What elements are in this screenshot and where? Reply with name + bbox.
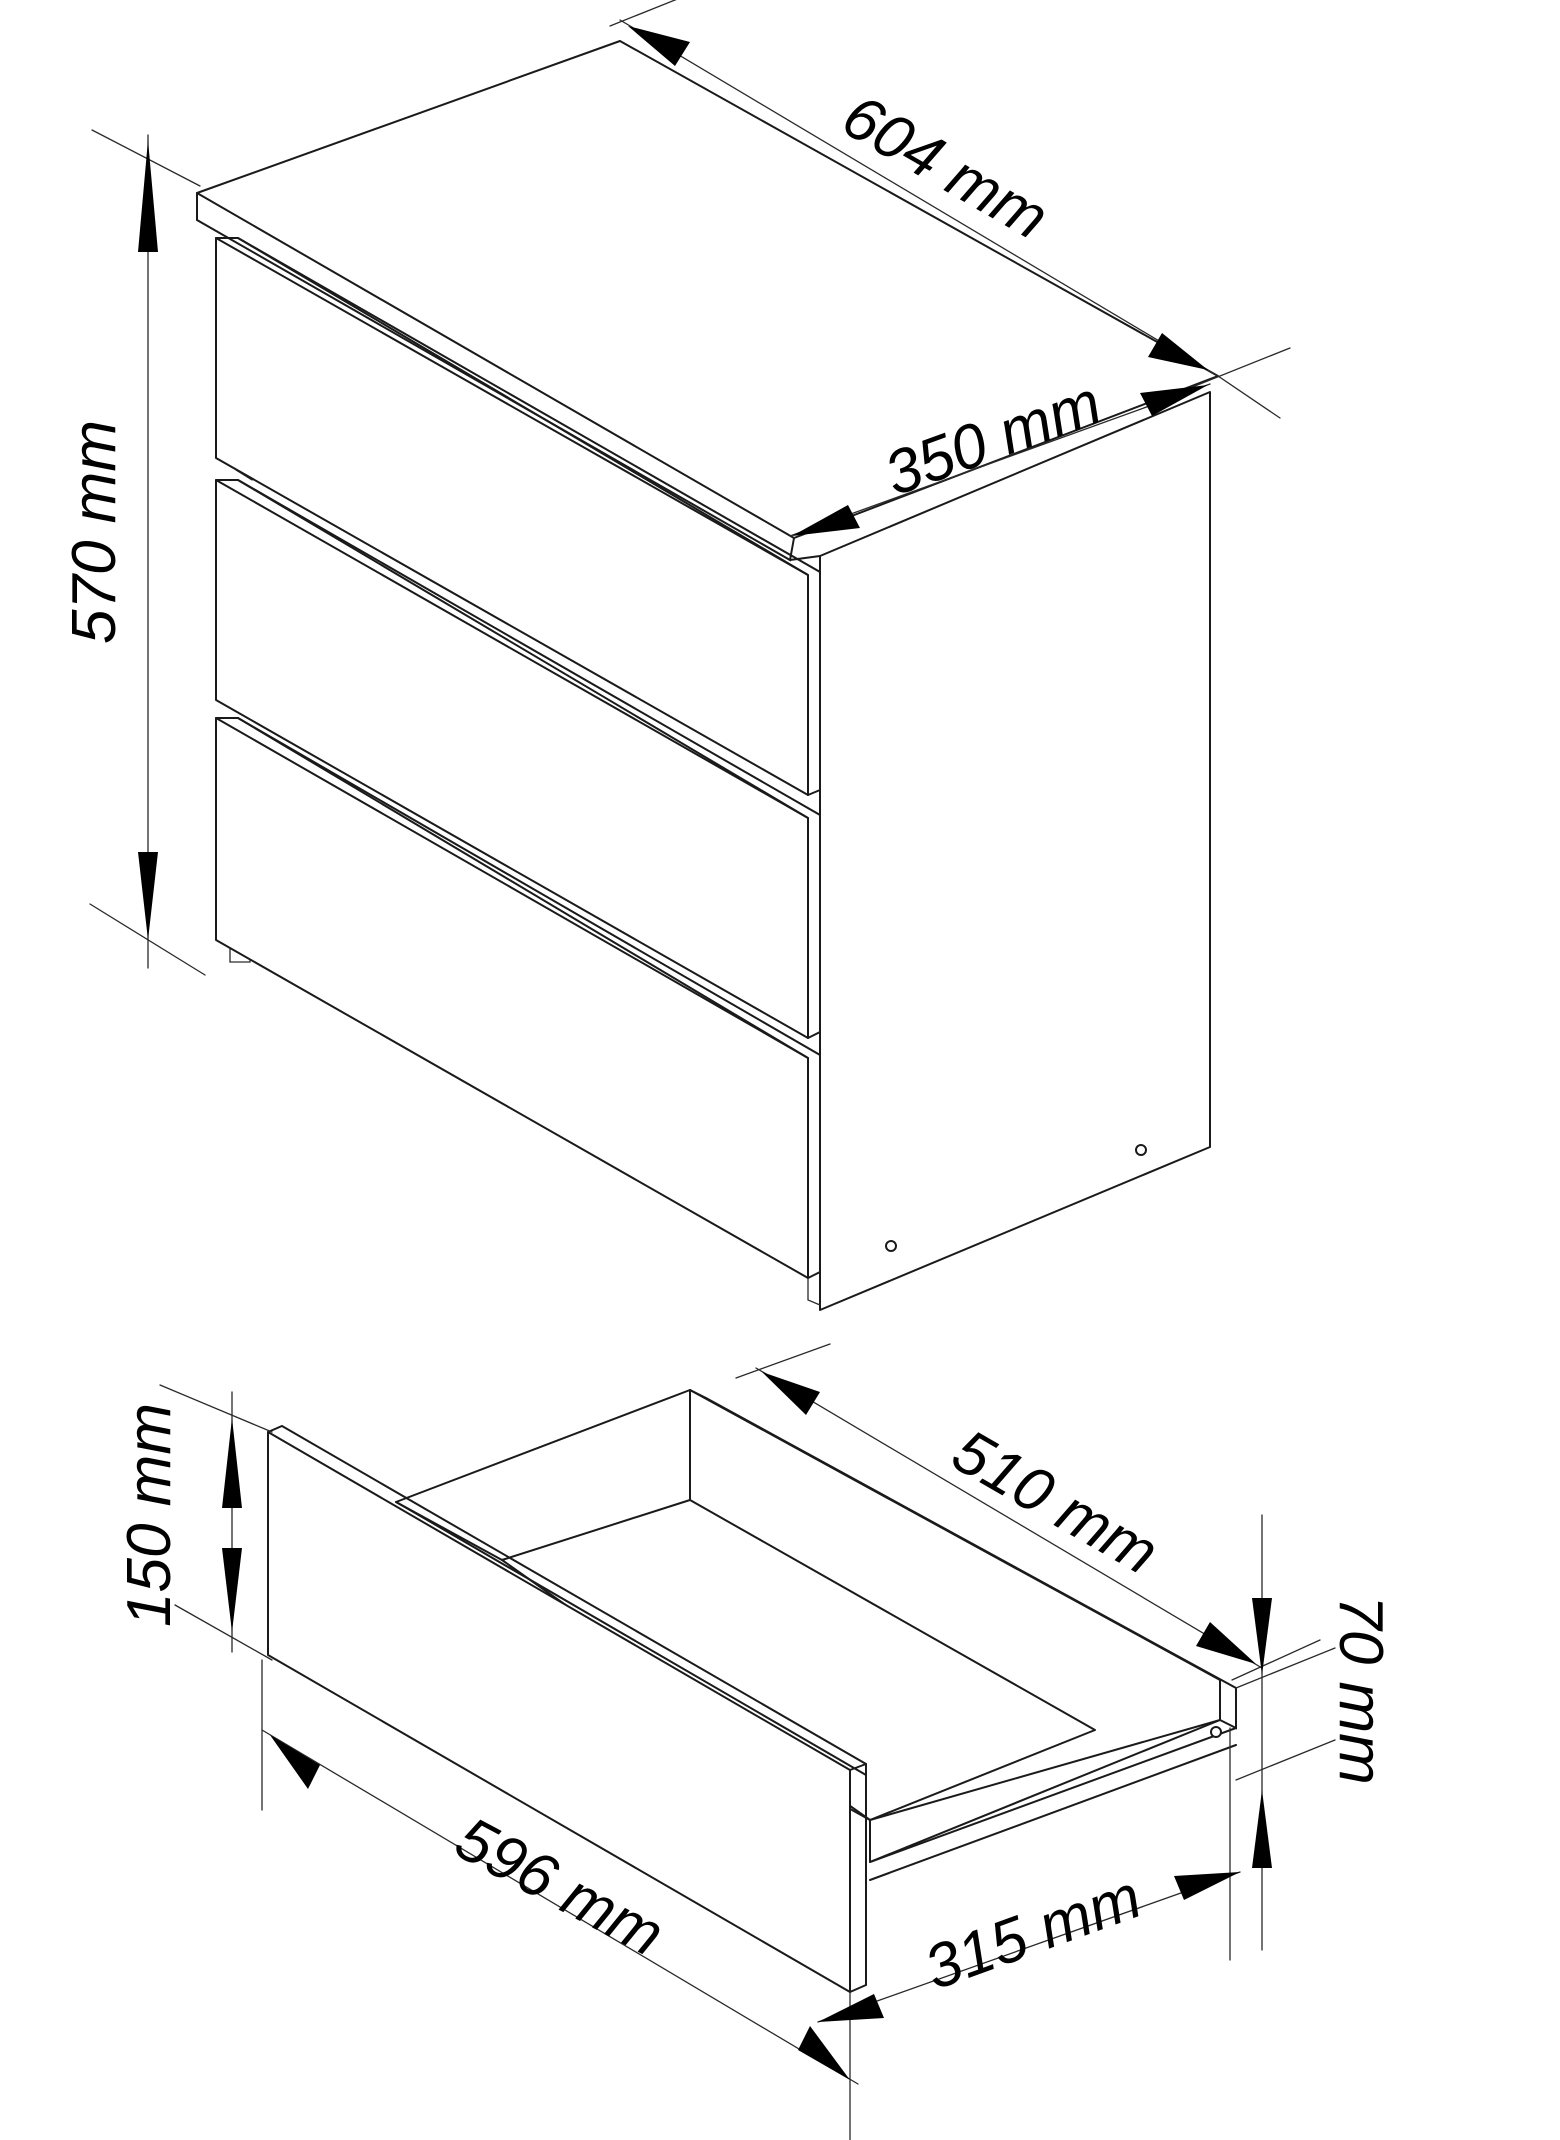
dimension-front-height: 150 mm (115, 1384, 273, 1661)
cabinet-side-panel (819, 391, 1211, 1311)
label-side-height: 70 mm (1326, 1595, 1395, 1784)
cabinet-drawer-top (215, 237, 821, 796)
cabinet-drawer-middle (215, 479, 821, 1039)
screw-hole (885, 1240, 897, 1252)
label-front-height: 150 mm (115, 1403, 184, 1627)
label-height: 570 mm (60, 420, 129, 644)
screw-hole (1210, 1726, 1222, 1738)
dimension-height: 570 mm (60, 129, 206, 976)
screw-hole (1135, 1144, 1147, 1156)
dimension-side-height: 70 mm (1235, 1514, 1395, 1951)
cabinet-drawer-bottom (215, 717, 821, 1279)
cabinet-drawing (196, 40, 1219, 1311)
label-box-width: 315 mm (916, 1862, 1150, 2003)
drawer-drawing (267, 1389, 1237, 1993)
